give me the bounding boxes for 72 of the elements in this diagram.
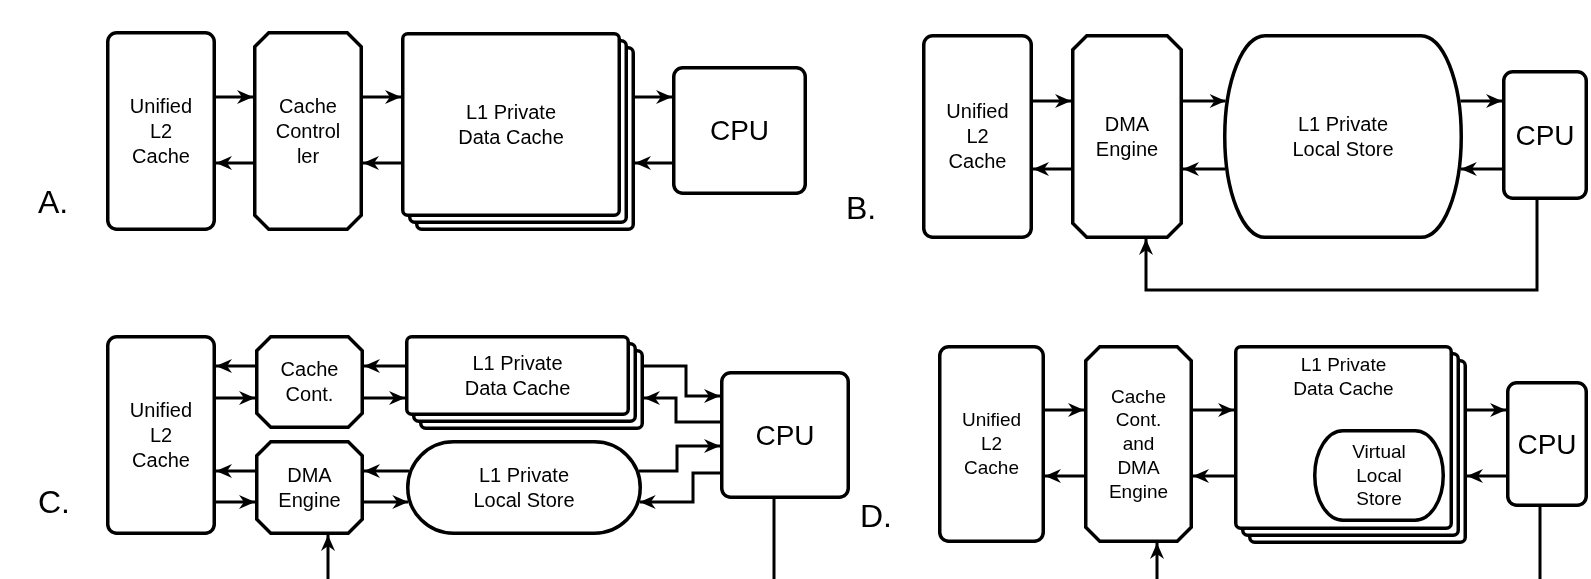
node-label: Unified L2 Cache — [945, 99, 1010, 174]
rounded-box — [720, 371, 850, 499]
node-label: Cache Cont. — [279, 357, 340, 407]
arrow — [1139, 200, 1539, 292]
node-label: Unified L2 Cache — [128, 397, 194, 473]
node-label: CPU — [709, 114, 770, 148]
arrow — [1150, 507, 1542, 579]
arrow — [1193, 469, 1234, 483]
node-label: L1 Private Data Cache — [463, 350, 572, 401]
arrow — [1193, 403, 1234, 417]
arrow — [1460, 162, 1502, 176]
arrow — [635, 90, 672, 104]
arrow — [216, 359, 255, 373]
arrow — [635, 156, 672, 170]
octagon-box — [255, 335, 364, 429]
node-label: CPU — [755, 418, 815, 453]
arrow — [1460, 94, 1502, 108]
barrel-box — [1313, 429, 1445, 522]
stacked-box — [401, 32, 635, 231]
panel-label: D. — [860, 500, 892, 532]
barrel-box — [1223, 34, 1463, 239]
panel-label: B. — [846, 192, 877, 224]
node-label: L1 Private Data Cache — [457, 99, 565, 150]
rounded-box — [938, 345, 1045, 543]
node-label: Cache Cont. and DMA Engine — [1107, 384, 1170, 504]
arrow — [364, 495, 409, 509]
stacked-box — [405, 335, 644, 430]
node-label: L1 Private Data Cache — [1292, 353, 1395, 401]
arrow — [1467, 469, 1506, 483]
arrow — [1045, 469, 1084, 483]
rounded-box — [1502, 70, 1588, 200]
arrow — [1183, 162, 1226, 176]
node-label: Cache Control ler — [274, 93, 342, 169]
rounded-box — [106, 31, 216, 231]
octagon-box — [255, 440, 364, 535]
arrow — [1467, 403, 1506, 417]
arrow — [363, 90, 401, 104]
node-label: Unified L2 Cache — [128, 93, 194, 169]
node-label: L1 Private Local Store — [472, 462, 576, 513]
node-label: CPU — [1517, 427, 1577, 462]
arrow — [216, 90, 253, 104]
node-label: CPU — [1515, 118, 1575, 153]
rounded-box — [922, 34, 1033, 239]
node-label: Virtual Local Store — [1351, 439, 1407, 512]
node-label: DMA Engine — [1094, 111, 1160, 162]
arrow — [364, 359, 405, 373]
arrow — [644, 364, 720, 403]
arrow — [644, 391, 720, 424]
arrow — [216, 156, 253, 170]
arrow — [216, 495, 255, 509]
arrow — [216, 391, 255, 405]
pill-box — [406, 440, 642, 535]
rounded-box — [1506, 381, 1588, 507]
arrow — [1033, 94, 1071, 108]
arrow — [364, 464, 409, 478]
arrow — [363, 156, 401, 170]
panel-label: C. — [38, 486, 70, 518]
panel-label: A. — [38, 186, 69, 218]
arrow — [1045, 403, 1084, 417]
arrow — [1033, 162, 1071, 176]
node-label: L1 Private Local Store — [1291, 111, 1395, 162]
node-label: DMA Engine — [277, 462, 342, 513]
arrow — [321, 499, 776, 579]
arrow — [1183, 94, 1226, 108]
arrow — [216, 464, 255, 478]
arrow — [639, 471, 720, 509]
rounded-box — [672, 66, 807, 195]
arrow — [364, 391, 405, 405]
node-label: Unified L2 Cache — [960, 408, 1023, 480]
stacked-box — [1234, 345, 1467, 544]
arrow — [639, 439, 720, 473]
rounded-box — [106, 335, 216, 535]
